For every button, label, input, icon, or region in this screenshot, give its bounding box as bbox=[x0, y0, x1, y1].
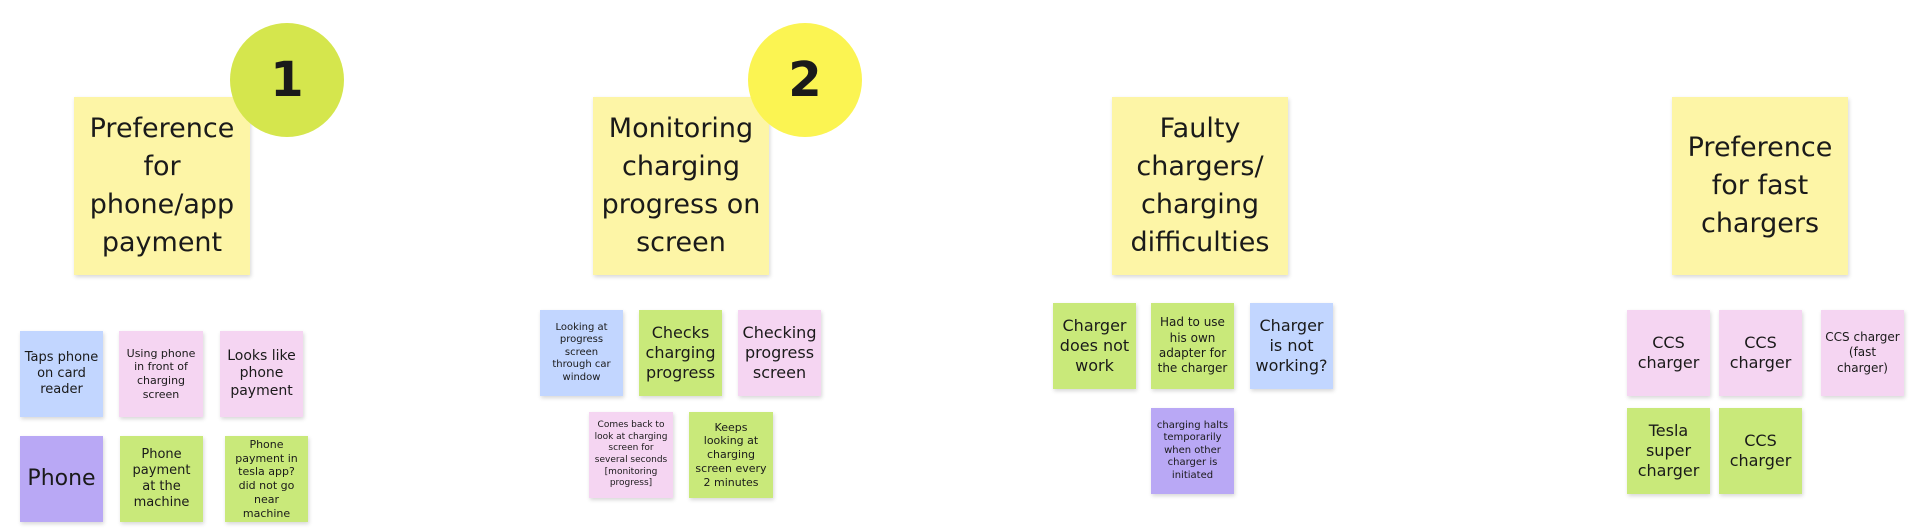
sticky-note[interactable]: Phone bbox=[20, 436, 103, 522]
header-sticky-fast-chargers[interactable]: Preference for fast chargers bbox=[1672, 97, 1848, 275]
header-sticky-label: Preference for fast chargers bbox=[1687, 132, 1833, 239]
vote-badge-2[interactable]: 2 bbox=[748, 23, 862, 137]
sticky-note[interactable]: Phone payment in tesla app? did not go n… bbox=[225, 436, 308, 522]
vote-badge-1[interactable]: 1 bbox=[230, 23, 344, 137]
header-sticky-label: Faulty chargers/ charging difficulties bbox=[1130, 113, 1270, 258]
sticky-note[interactable]: CCS charger (fast charger) bbox=[1821, 310, 1904, 396]
header-sticky-phone-payment[interactable]: Preference for phone/app payment bbox=[74, 97, 250, 275]
sticky-note[interactable]: CCS charger bbox=[1719, 408, 1802, 494]
sticky-note[interactable]: Looks like phone payment bbox=[220, 331, 303, 417]
header-sticky-faulty-chargers[interactable]: Faulty chargers/ charging difficulties bbox=[1112, 97, 1288, 275]
sticky-note[interactable]: charging halts temporarily when other ch… bbox=[1151, 408, 1234, 494]
sticky-note[interactable]: Checking progress screen bbox=[738, 310, 821, 396]
header-sticky-label: Preference for phone/app payment bbox=[89, 113, 235, 258]
sticky-note[interactable]: Using phone in front of charging screen bbox=[119, 331, 203, 417]
sticky-note[interactable]: Taps phone on card reader bbox=[20, 331, 103, 417]
sticky-note[interactable]: Looking at progress screen through car w… bbox=[540, 310, 623, 396]
sticky-note[interactable]: Charger does not work bbox=[1053, 303, 1136, 389]
header-sticky-label: Monitoring charging progress on screen bbox=[601, 113, 761, 258]
sticky-note[interactable]: Charger is not working? bbox=[1250, 303, 1333, 389]
sticky-note[interactable]: CCS charger bbox=[1627, 310, 1710, 396]
header-sticky-monitoring[interactable]: Monitoring charging progress on screen bbox=[593, 97, 769, 275]
sticky-note[interactable]: CCS charger bbox=[1719, 310, 1802, 396]
vote-badge-label: 1 bbox=[270, 52, 304, 108]
sticky-note[interactable]: Comes back to look at charging screen fo… bbox=[589, 412, 673, 498]
sticky-note[interactable]: Phone payment at the machine bbox=[120, 436, 203, 522]
vote-badge-label: 2 bbox=[788, 52, 822, 108]
sticky-note[interactable]: Checks charging progress bbox=[639, 310, 722, 396]
sticky-note[interactable]: Tesla super charger bbox=[1627, 408, 1710, 494]
sticky-note[interactable]: Keeps looking at charging screen every 2… bbox=[689, 412, 773, 498]
sticky-note[interactable]: Had to use his own adapter for the charg… bbox=[1151, 303, 1234, 389]
